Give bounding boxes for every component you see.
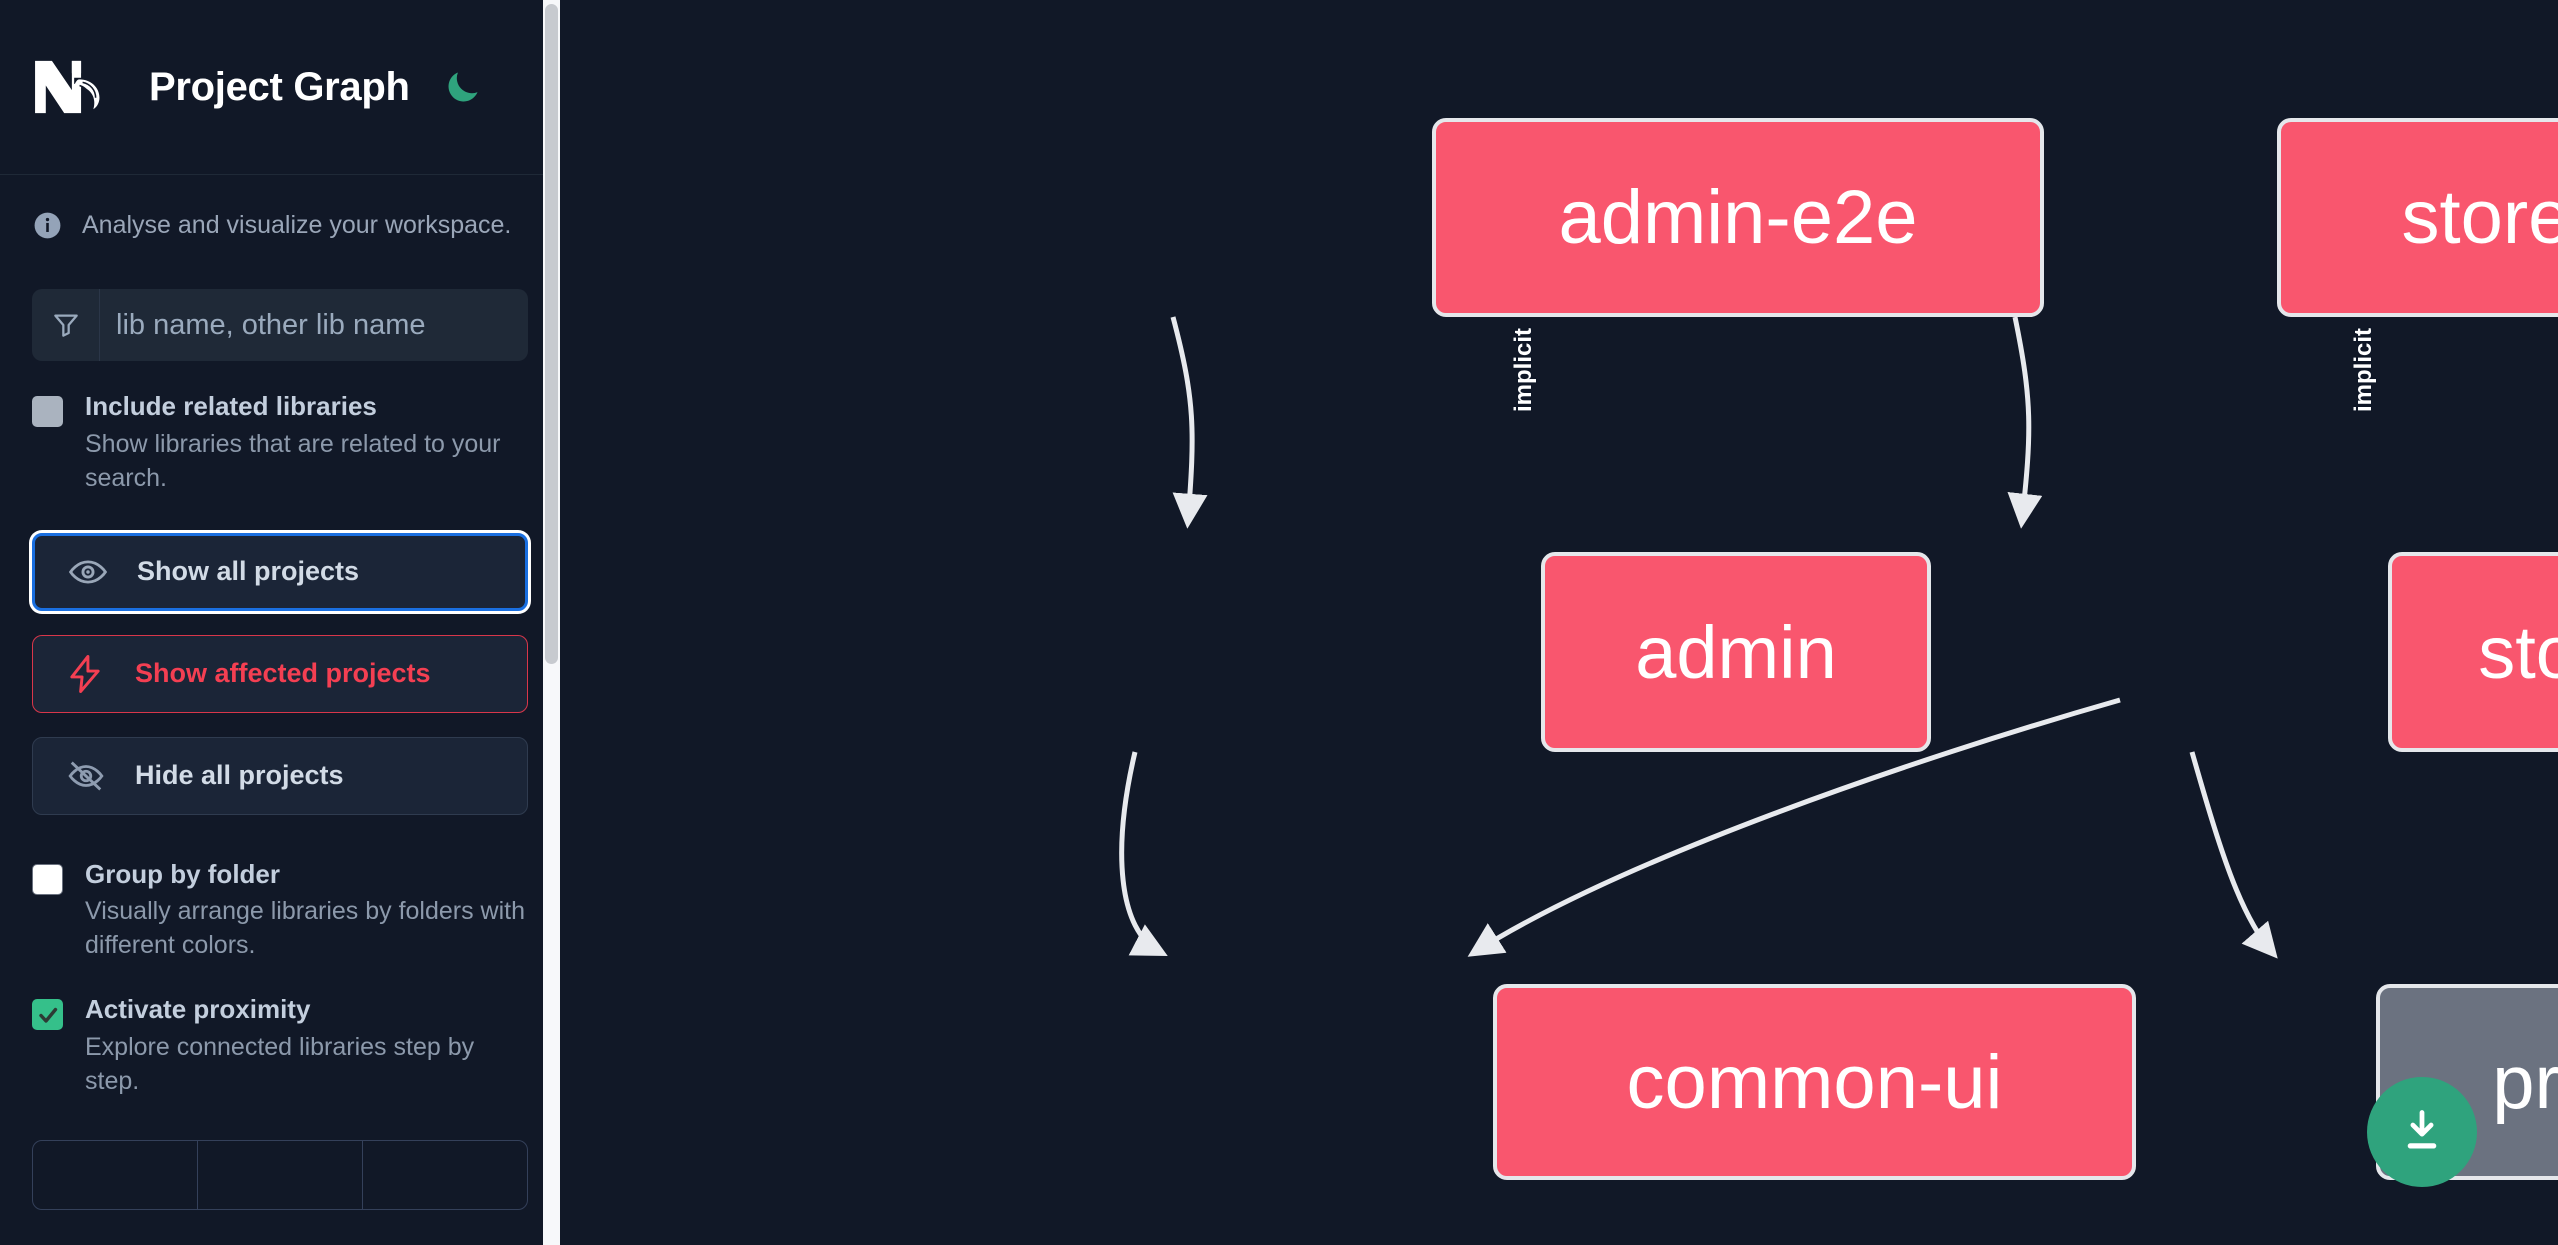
- toggle-title: Activate proximity: [85, 994, 311, 1025]
- proximity-step-option[interactable]: [198, 1141, 363, 1210]
- sidebar-scrollbar-thumb[interactable]: [545, 4, 558, 664]
- eye-off-icon: [67, 757, 105, 795]
- sidebar-body: Analyse and visualize your workspace. In…: [0, 175, 560, 1211]
- proximity-step-controls[interactable]: [32, 1140, 528, 1211]
- edge-admin-e2e-admin: [1170, 316, 1208, 529]
- tagline: Analyse and visualize your workspace.: [32, 175, 528, 275]
- eye-icon: [69, 553, 107, 591]
- edge-store-products: [2189, 751, 2278, 959]
- option-title: Include related libraries: [85, 391, 377, 421]
- proximity-step-option[interactable]: [33, 1141, 198, 1210]
- show-affected-projects-label: Show affected projects: [135, 658, 431, 689]
- option-group-by-folder[interactable]: Group by folder Visually arrange librari…: [32, 859, 528, 963]
- search-input[interactable]: [100, 289, 528, 361]
- toggle-description: Explore connected libraries step by step…: [85, 1033, 475, 1096]
- funnel-filter-icon: [32, 289, 100, 361]
- graph-canvas[interactable]: admin-e2estore-e2eadminstorecommon-uipro…: [560, 0, 2558, 1245]
- moon-icon[interactable]: [440, 64, 486, 110]
- graph-node-store[interactable]: store: [2388, 552, 2558, 752]
- download-icon: [2407, 1110, 2437, 1149]
- graph-node-admin[interactable]: admin: [1541, 552, 1931, 752]
- info-icon: [32, 210, 63, 241]
- toggle-description: Visually arrange libraries by folders wi…: [85, 897, 526, 960]
- page-title: Project Graph: [149, 64, 410, 109]
- lightning-bolt-icon: [67, 654, 105, 693]
- graph-node-common-ui[interactable]: common-ui: [1493, 984, 2136, 1180]
- show-all-projects-button[interactable]: Show all projects: [32, 532, 528, 611]
- action-buttons: Show all projects Show affected projects: [32, 532, 528, 815]
- show-all-projects-label: Show all projects: [137, 556, 360, 587]
- option-include-related-libraries[interactable]: Include related libraries Show libraries…: [32, 391, 528, 495]
- hide-all-projects-label: Hide all projects: [135, 760, 344, 791]
- option-description: Show libraries that are related to your …: [85, 429, 501, 492]
- group-by-folder-checkbox[interactable]: [32, 863, 63, 895]
- tagline-text: Analyse and visualize your workspace.: [82, 210, 512, 239]
- toggle-title: Group by folder: [85, 858, 280, 889]
- graph-node-admin-e2e[interactable]: admin-e2e: [1432, 118, 2044, 317]
- graph-edges: [1119, 316, 2278, 959]
- edge-store-common-ui: [1467, 697, 2121, 957]
- sidebar: Project Graph Analyse and visualize your…: [0, 0, 560, 1245]
- sidebar-header: Project Graph: [0, 0, 560, 175]
- edge-store-e2e-store: [2007, 316, 2043, 529]
- filter-search-box[interactable]: [32, 289, 528, 361]
- hide-all-projects-button[interactable]: Hide all projects: [32, 736, 528, 815]
- include-related-libraries-checkbox[interactable]: [32, 396, 63, 427]
- download-image-button[interactable]: [2367, 1077, 2477, 1187]
- nx-logo-icon: [32, 56, 124, 118]
- option-activate-proximity[interactable]: Activate proximity Explore connected lib…: [32, 994, 528, 1098]
- proximity-step-option[interactable]: [363, 1141, 527, 1209]
- graph-node-store-e2e[interactable]: store-e2e: [2277, 118, 2558, 317]
- sidebar-scrollbar[interactable]: [543, 0, 560, 1245]
- edge-admin-common-ui: [1119, 751, 1168, 957]
- activate-proximity-checkbox[interactable]: [32, 999, 63, 1031]
- show-affected-projects-button[interactable]: Show affected projects: [32, 634, 528, 713]
